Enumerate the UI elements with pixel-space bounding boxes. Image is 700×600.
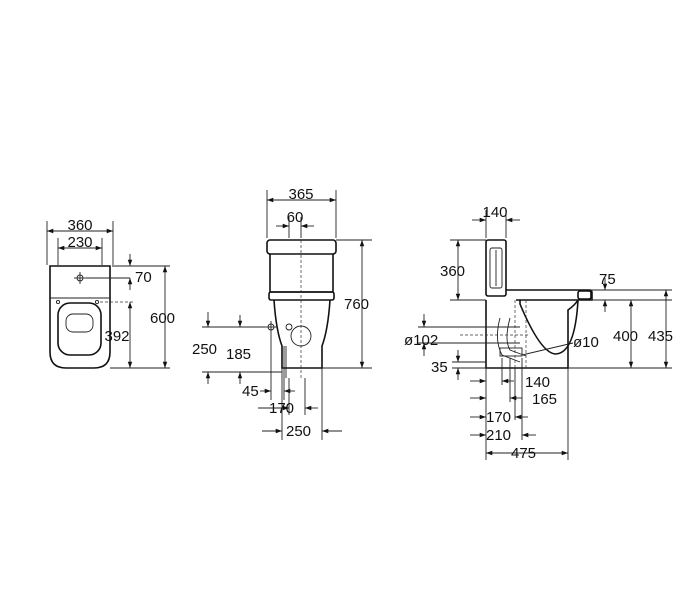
- dim-side-seat-offset: 75: [599, 271, 616, 288]
- dim-side-140: 140: [525, 374, 550, 391]
- dim-front-height: 760: [344, 296, 369, 313]
- top-view-dimension-lines: [46, 221, 170, 369]
- dim-top-inlet-offset: 70: [135, 269, 152, 286]
- dim-side-rim-height: 435: [648, 328, 673, 345]
- dim-top-depth: 600: [150, 310, 175, 327]
- dim-front-tank-offset: 60: [287, 209, 304, 226]
- dim-top-width-overall: 360: [67, 217, 92, 234]
- dim-side-tank-depth: 140: [482, 204, 507, 221]
- top-view: 360 230 70 392 600: [46, 217, 175, 369]
- dim-side-outlet-height: 35: [431, 359, 448, 376]
- dim-side-inlet-diameter: ø10: [573, 334, 599, 351]
- front-view-outline: [265, 239, 337, 378]
- side-view-outline: [460, 239, 593, 369]
- dim-front-width-tank: 365: [288, 186, 313, 203]
- top-view-outline: [49, 265, 111, 369]
- dim-front-base-outer: 250: [286, 423, 311, 440]
- front-view-dimension-lines: [202, 190, 372, 440]
- front-view: 365 60 760 250 185 45 170 250: [192, 186, 372, 440]
- dim-top-width-inner: 230: [67, 234, 92, 251]
- dim-front-base-inner: 170: [269, 400, 294, 417]
- dim-side-outlet-diameter: ø102: [404, 332, 438, 349]
- dim-side-475: 475: [511, 445, 536, 462]
- dim-side-tank-height: 360: [440, 263, 465, 280]
- dim-front-inlet-height: 250: [192, 341, 217, 358]
- dim-side-170: 170: [486, 409, 511, 426]
- dim-top-to-outlet: 392: [104, 328, 129, 345]
- side-view-dimension-lines: [418, 210, 672, 460]
- side-view: 140 360 75 400 435 ø102 ø10 35 140 165 1…: [404, 204, 673, 462]
- dim-front-inlet-side: 45: [242, 383, 259, 400]
- dim-front-inlet-offset: 185: [226, 346, 251, 363]
- dim-side-seat-height: 400: [613, 328, 638, 345]
- dim-side-210: 210: [486, 427, 511, 444]
- dim-side-165: 165: [532, 391, 557, 408]
